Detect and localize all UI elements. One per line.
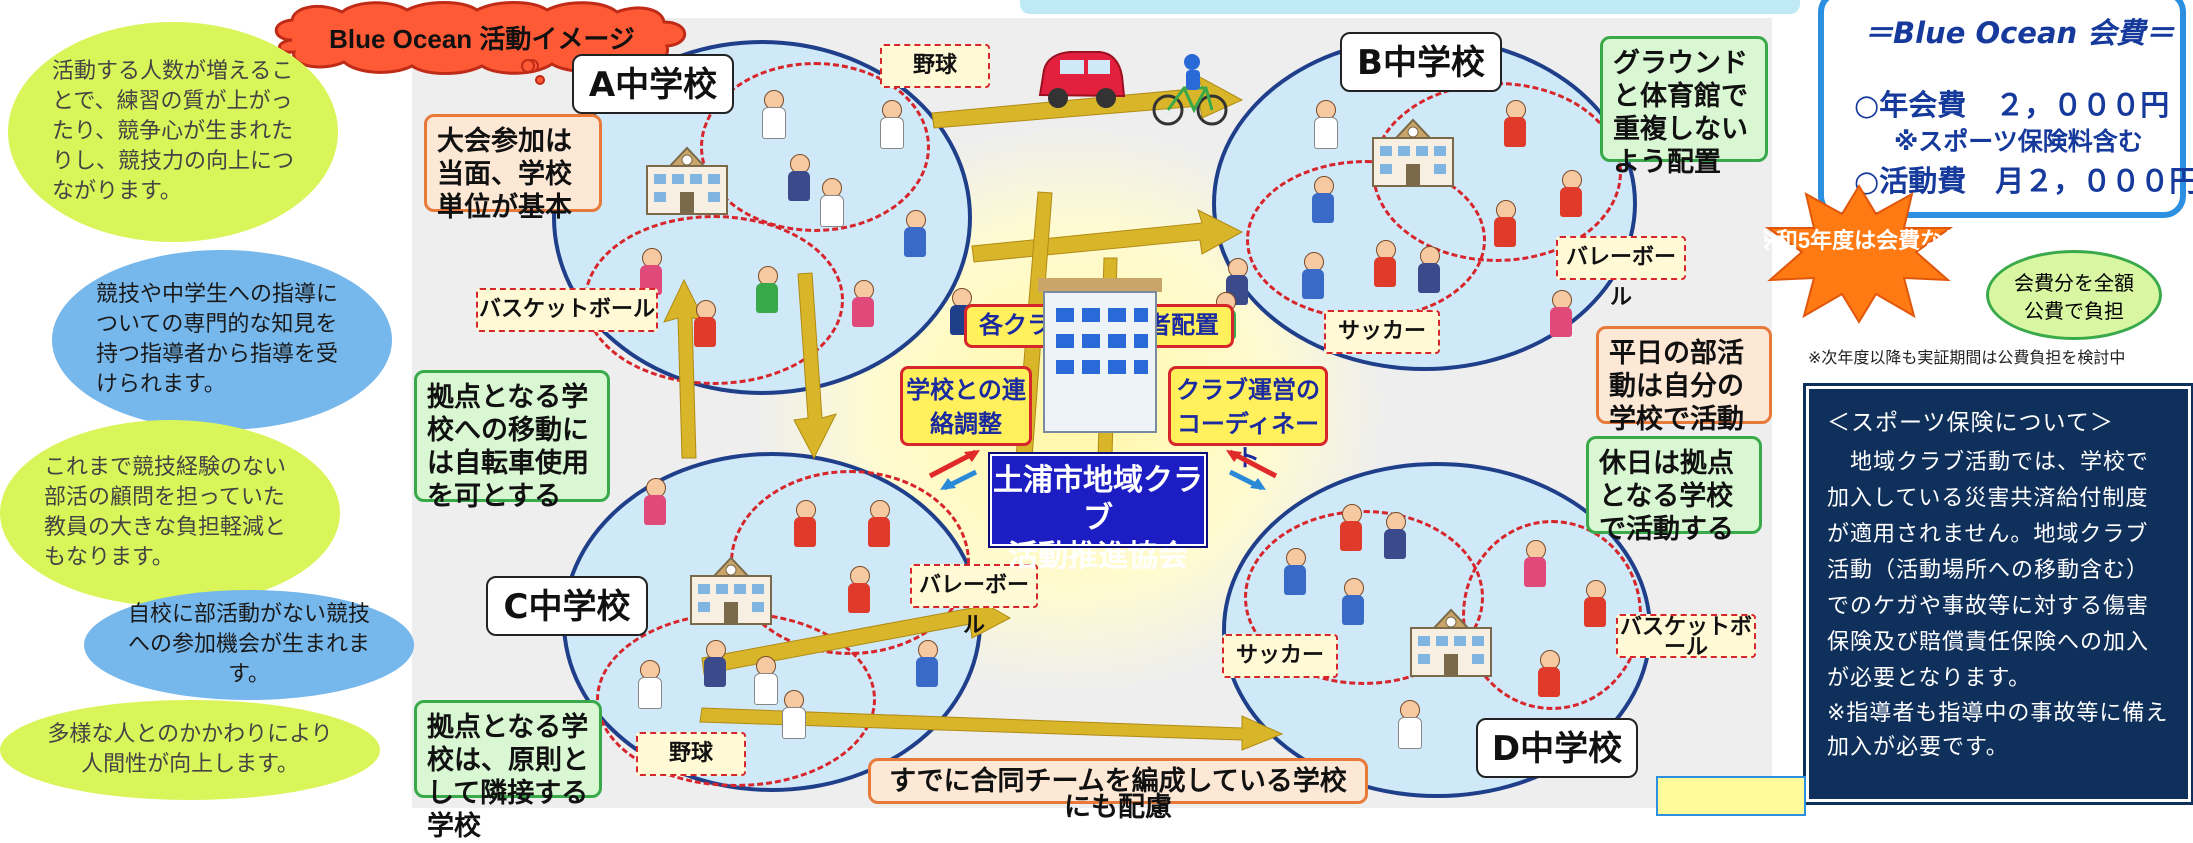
player-icon bbox=[1394, 700, 1424, 750]
player-icon bbox=[790, 500, 820, 550]
note-holiday: 休日は拠点となる学校で活動する bbox=[1586, 436, 1762, 545]
org-name-line2: 活動推進協会 bbox=[1008, 539, 1188, 574]
player-icon bbox=[758, 90, 788, 140]
player-icon bbox=[816, 178, 846, 228]
note-joint-team: すでに合同チームを編成している学校にも配慮 bbox=[868, 758, 1368, 821]
top-banner-strip bbox=[1020, 0, 1800, 14]
player-icon bbox=[778, 690, 808, 740]
tag-d-soccer: サッカー bbox=[1222, 634, 1338, 678]
arrow-a-to-b-mid bbox=[971, 209, 1244, 263]
school-b-label: B中学校 bbox=[1340, 32, 1502, 92]
player-icon bbox=[1370, 240, 1400, 290]
cloud-dots bbox=[521, 59, 545, 85]
player-icon bbox=[634, 660, 664, 710]
school-a-label: A中学校 bbox=[572, 54, 734, 114]
player-icon bbox=[912, 640, 942, 690]
player-icon bbox=[1534, 650, 1564, 700]
fee-box: ＝Blue Ocean 会費＝ ○年会費 ２，０００円 ※スポーツ保険料含む ○… bbox=[1818, 0, 2193, 218]
note-adjacent: 拠点となる学校は、原則として隣接する学校 bbox=[414, 700, 602, 842]
arrow-a-to-b-top bbox=[931, 74, 1244, 129]
insurance-note: ※指導者も指導中の事故等に備え加入が必要です。 bbox=[1827, 701, 2169, 760]
tag-b-volleyball: バレーボール bbox=[1556, 236, 1686, 310]
player-icon bbox=[1580, 580, 1610, 630]
player-icon bbox=[1500, 100, 1530, 150]
label-school-liaison: 学校との連絡調整 bbox=[900, 366, 1032, 446]
arrow-a-to-c-down bbox=[793, 272, 837, 460]
fee-annual: ○年会費 ２，０００円 bbox=[1854, 88, 2170, 122]
player-icon bbox=[690, 300, 720, 350]
insurance-title: ＜スポーツ保険について＞ bbox=[1827, 410, 2114, 436]
fee-insurance-included: ※スポーツ保険料含む bbox=[1894, 127, 2143, 156]
school-building-icon bbox=[1372, 118, 1454, 187]
bubble-humanity: 多様な人とのかかわりにより人間性が向上します。 bbox=[0, 700, 380, 800]
note-weekday: 平日の部活動は自分の学校で活動する bbox=[1596, 326, 1772, 468]
tag-a-basketball: バスケットボール bbox=[476, 288, 658, 332]
note-bicycle: 拠点となる学校への移動には自転車使用を可とする bbox=[414, 370, 610, 512]
player-icon bbox=[1380, 512, 1410, 562]
player-icon bbox=[1490, 200, 1520, 250]
office-building-icon bbox=[1038, 278, 1162, 433]
player-icon bbox=[1338, 578, 1368, 628]
bubble-expert: 競技や中学生への指導についての専門的な知見を持つ指導者から指導を受けられます。 bbox=[52, 250, 392, 430]
player-icon bbox=[848, 280, 878, 330]
insurance-body: 地域クラブ活動では、学校で加入している災害共済給付制度が適用されません。地域クラ… bbox=[1827, 450, 2150, 691]
tag-c-volleyball: バレーボール bbox=[910, 564, 1038, 638]
player-icon bbox=[844, 566, 874, 616]
club-a-baseball-ring bbox=[700, 62, 930, 232]
school-building-icon bbox=[1410, 608, 1492, 677]
school-building-icon bbox=[646, 146, 728, 215]
tag-a-baseball: 野球 bbox=[880, 44, 990, 88]
player-icon bbox=[1556, 170, 1586, 220]
tag-d-basketball: バスケットボール bbox=[1616, 614, 1756, 659]
org-center-box: 土浦市地域クラブ 活動推進協会 bbox=[988, 452, 1208, 574]
org-name-line1: 土浦市地域クラブ bbox=[993, 463, 1203, 536]
player-icon bbox=[752, 266, 782, 316]
player-icon bbox=[1280, 548, 1310, 598]
promo-burst-text: 令和5年度は会費なし bbox=[1764, 228, 1954, 253]
bubble-quality: 活動する人数が増えることで、練習の質が上がったり、競争心が生まれたりし、競技力の… bbox=[8, 22, 338, 242]
fee-activity: ○活動費 月２，０００円 bbox=[1854, 164, 2193, 198]
school-d-label: D中学校 bbox=[1476, 718, 1638, 778]
arrow-c-to-a-up bbox=[663, 278, 705, 459]
school-building-icon bbox=[690, 556, 772, 625]
promo-footnote: ※次年度以降も実証期間は公費負担を検討中 bbox=[1808, 348, 2126, 367]
bicycle-icon bbox=[1152, 54, 1228, 126]
player-icon bbox=[1520, 540, 1550, 590]
player-icon bbox=[864, 500, 894, 550]
bubble-burden: これまで競技経験のない部活の顧問を担っていた教員の大きな負担軽減ともなります。 bbox=[0, 420, 340, 606]
fee-title: ＝Blue Ocean 会費＝ bbox=[1864, 16, 2175, 50]
player-icon bbox=[640, 478, 670, 528]
player-icon bbox=[1414, 246, 1444, 296]
player-icon bbox=[900, 210, 930, 260]
player-icon bbox=[636, 248, 666, 298]
car-icon bbox=[1038, 51, 1126, 108]
player-icon bbox=[876, 100, 906, 150]
player-icon bbox=[1298, 252, 1328, 302]
player-icon bbox=[1546, 290, 1576, 340]
promo-public-bubble: 会費分を全額公費で負担 bbox=[1986, 250, 2162, 340]
double-arrow-left-icon bbox=[928, 449, 980, 491]
label-club-coordinate: クラブ運営のコーディネート bbox=[1168, 366, 1328, 472]
player-icon bbox=[700, 640, 730, 690]
school-c-label: C中学校 bbox=[486, 576, 648, 636]
note-tournament: 大会参加は当面、学校単位が基本 bbox=[424, 114, 602, 223]
insurance-box: ＜スポーツ保険について＞ 地域クラブ活動では、学校で加入している災害共済給付制度… bbox=[1803, 383, 2193, 805]
tag-c-baseball: 野球 bbox=[636, 732, 746, 776]
player-icon bbox=[1310, 100, 1340, 150]
promo-burst: 令和5年度は会費なし bbox=[1764, 184, 1954, 324]
corner-note bbox=[1656, 776, 1806, 816]
player-icon bbox=[1308, 176, 1338, 226]
player-icon bbox=[784, 154, 814, 204]
note-ground: グラウンドと体育館で重複しないよう配置 bbox=[1600, 36, 1768, 178]
bubble-opportunity: 自校に部活動がない競技への参加機会が生まれます。 bbox=[84, 590, 414, 700]
player-icon bbox=[1336, 504, 1366, 554]
banner-title: Blue Ocean 活動イメージ bbox=[329, 24, 635, 54]
double-arrow-right-icon bbox=[1226, 449, 1278, 491]
player-icon bbox=[750, 656, 780, 706]
tag-b-soccer: サッカー bbox=[1324, 310, 1440, 354]
